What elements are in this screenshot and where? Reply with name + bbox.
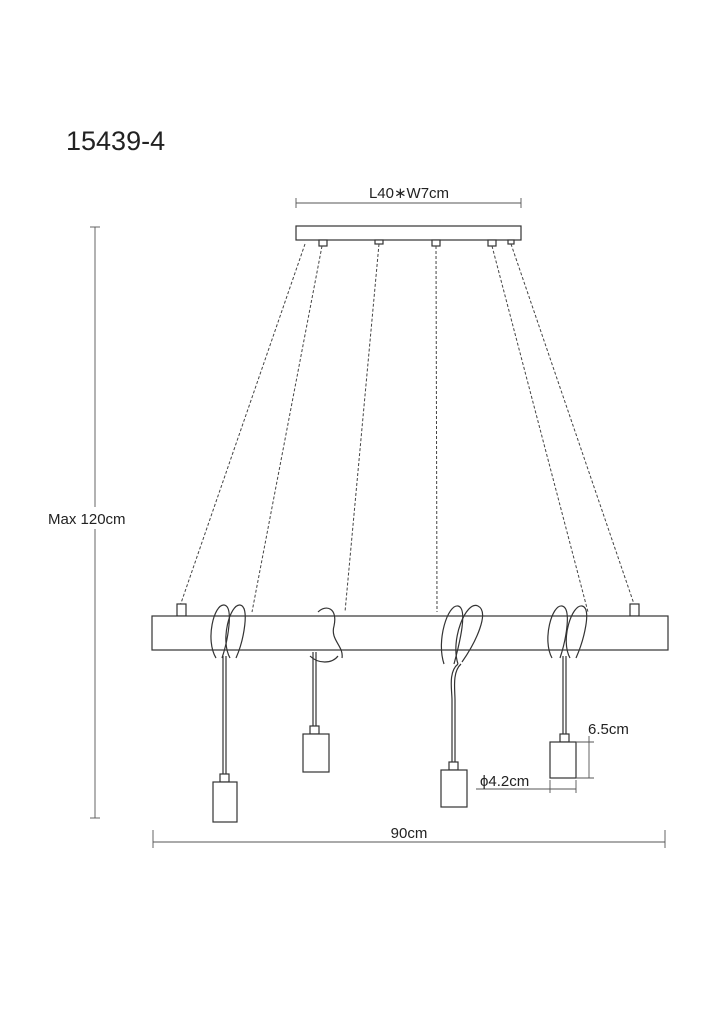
pendant-3 [440, 663, 468, 808]
pendant-4 [549, 656, 577, 779]
shade-height-dimension: 6.5cm [576, 721, 629, 779]
canopy-size-label: L40∗W7cm [369, 185, 449, 202]
total-width-dimension: 90cm [152, 825, 666, 848]
pendant-2 [302, 652, 330, 773]
canopy-dimension: L40∗W7cm [295, 185, 522, 208]
shade-height-label: 6.5cm [588, 721, 629, 738]
pendant-1 [212, 656, 238, 823]
height-dimension: Max 120cm [48, 226, 142, 819]
cable-coils [210, 604, 588, 665]
suspension-cables [179, 243, 635, 613]
ceiling-canopy [295, 225, 522, 247]
max-height-label: Max 120cm [48, 511, 126, 528]
wooden-beam [151, 603, 669, 651]
model-number: 15439-4 [66, 126, 165, 156]
shade-diameter-dimension: ϕ4.2cm [476, 773, 577, 793]
total-width-label: 90cm [391, 825, 428, 842]
shade-diameter-label: ϕ4.2cm [480, 773, 529, 790]
